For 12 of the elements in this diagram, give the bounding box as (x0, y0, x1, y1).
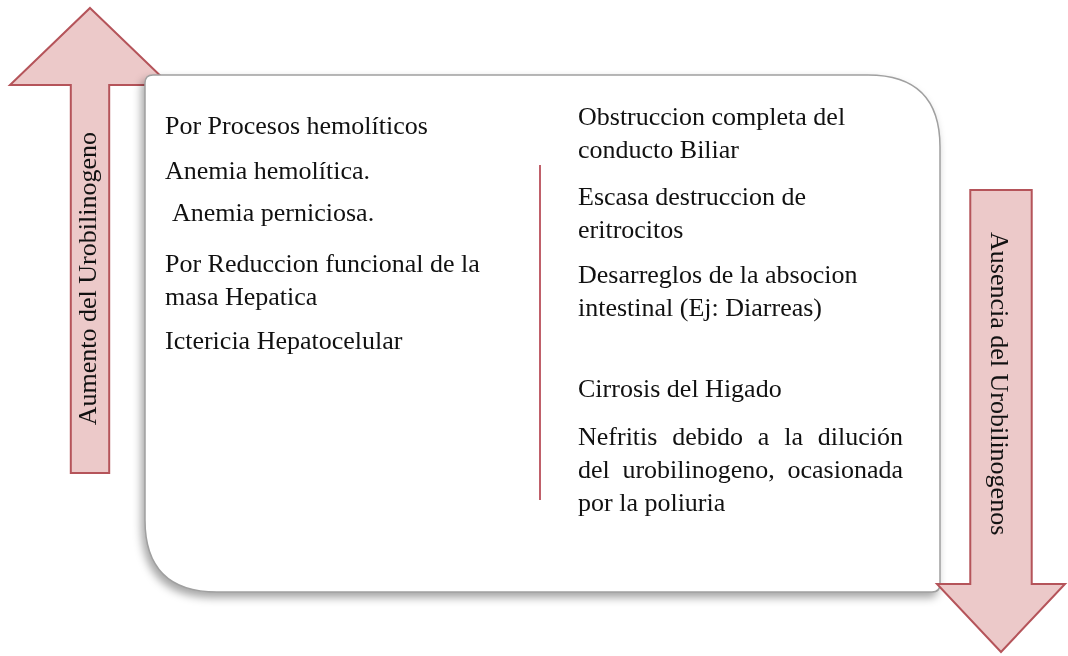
list-item: Obstruccion completa del conducto Biliar (578, 101, 847, 166)
list-item: Escasa destruccion de eritrocitos (578, 181, 808, 246)
list-item: Cirrosis del Higado (578, 373, 783, 405)
list-item: Ictericia Hepatocelular (165, 325, 404, 357)
list-item: Anemia perniciosa. (172, 197, 376, 229)
arrow-label: Ausencia del Urobilinogenos (984, 232, 1014, 536)
arrow-label: Aumento del Urobilinogeno (73, 131, 103, 425)
list-item: Por Procesos hemolíticos (165, 110, 429, 142)
list-item: Nefritis debido a la dilución del urobilinogeno, ocasionada por la poliuria (578, 421, 903, 519)
list-item: Anemia hemolítica. (165, 155, 372, 187)
list-item: Desarreglos de la absocion intestinal (Ej: Diarreas) (578, 259, 859, 324)
list-item: Por Reduccion funcional de la masa Hepatica (165, 248, 481, 313)
